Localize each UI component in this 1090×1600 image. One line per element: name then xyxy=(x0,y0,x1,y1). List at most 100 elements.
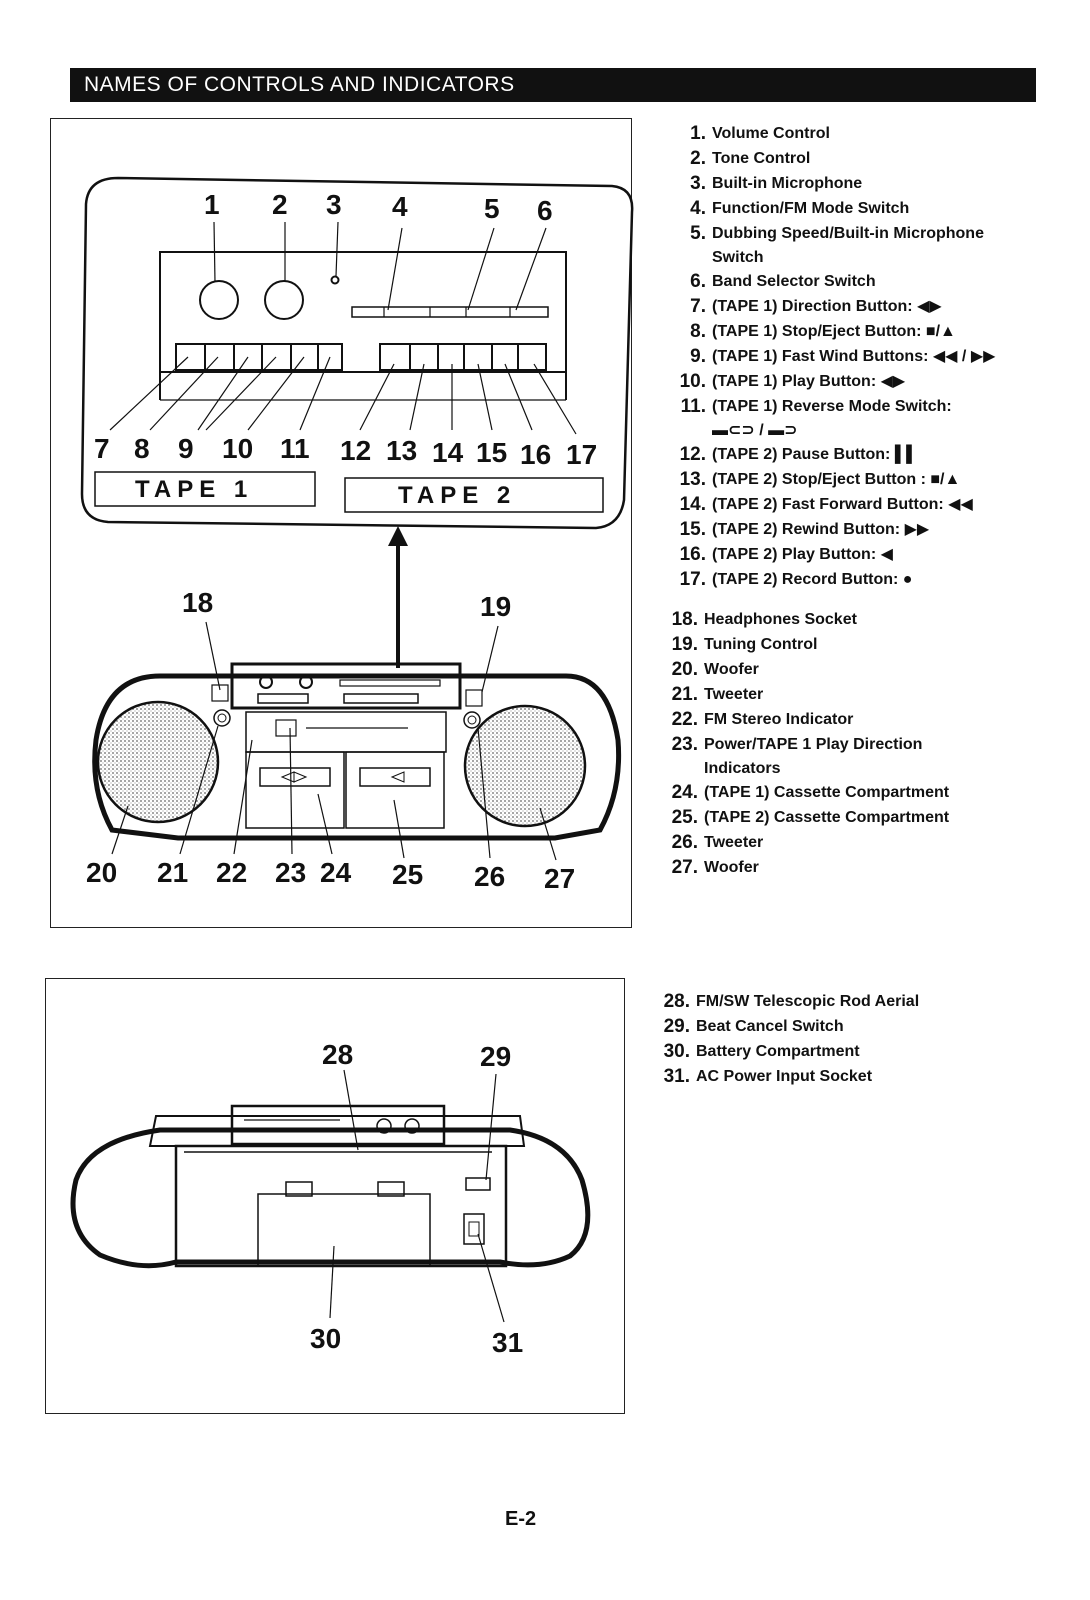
legend-item-text-continued: ▬⊂⊃ / ▬⊃ xyxy=(712,422,798,439)
legend-item-number: 2. xyxy=(690,148,706,169)
legend-item-text: Woofer xyxy=(704,661,759,678)
legend-item-text-continued: Indicators xyxy=(704,760,781,777)
legend-item-number: 21. xyxy=(671,684,698,705)
legend-item-number: 4. xyxy=(690,198,706,219)
legend-item-text: (TAPE 2) Play Button: ◀ xyxy=(712,546,893,563)
legend-item-number: 26. xyxy=(671,832,698,853)
legend-item-text: Tweeter xyxy=(704,834,764,851)
legend-item-number: 5. xyxy=(690,223,706,244)
legend-item: 31.AC Power Input Socket xyxy=(648,1065,919,1090)
legend-item-text: (TAPE 1) Play Button: ◀▶ xyxy=(712,373,906,390)
callout-4: 4 xyxy=(392,191,408,222)
legend-item-text: Volume Control xyxy=(712,125,830,142)
legend-item-text: Tuning Control xyxy=(704,636,818,653)
legend-item: 26. Tweeter xyxy=(656,831,949,856)
legend-item-text-wrap: Tweeter xyxy=(704,683,763,707)
legend-item-text: (TAPE 1) Cassette Compartment xyxy=(704,784,950,801)
legend-item-text: (TAPE 1) Stop/Eject Button: ■/▲ xyxy=(712,323,956,340)
legend-item-text-wrap: (TAPE 1) Reverse Mode Switch: ▬⊂⊃ / ▬⊃ xyxy=(712,395,952,443)
legend-item-text-wrap: (TAPE 2) Stop/Eject Button : ■/▲ xyxy=(712,468,960,492)
legend-item-number: 11. xyxy=(680,396,706,417)
legend-item-number: 6. xyxy=(690,271,706,292)
legend-item-text-wrap: (TAPE 2) Pause Button: ▌▌ xyxy=(712,443,918,467)
legend-item: 8. (TAPE 1) Stop/Eject Button: ■/▲ xyxy=(664,320,995,345)
legend-item-text: Tone Control xyxy=(712,150,811,167)
callout-30: 30 xyxy=(310,1323,341,1354)
callout-8: 8 xyxy=(134,433,150,464)
legend-item-number: 15. xyxy=(679,519,706,540)
tone-knob xyxy=(264,280,304,320)
legend-item-number: 20. xyxy=(671,659,698,680)
page-number: E-2 xyxy=(505,1508,537,1530)
cassette-deck-2 xyxy=(345,751,445,829)
legend-item-text: Beat Cancel Switch xyxy=(696,1018,844,1035)
legend-item: 30.Battery Compartment xyxy=(648,1040,919,1065)
legend-item-text-wrap: (TAPE 1) Play Button: ◀▶ xyxy=(712,370,905,394)
legend-item: 4. Function/FM Mode Switch xyxy=(664,197,995,222)
legend-item: 24.(TAPE 1) Cassette Compartment xyxy=(656,781,950,806)
legend-item-text: (TAPE 2) Record Button: ● xyxy=(712,571,913,588)
legend-item-text-wrap: (TAPE 2) Rewind Button: ▶▶ xyxy=(712,518,929,542)
callout-31: 31 xyxy=(492,1327,523,1358)
microphone-dot xyxy=(330,275,340,285)
legend-item-number: 27. xyxy=(671,857,698,878)
tape1-keys xyxy=(175,343,343,371)
legend-item-number: 16. xyxy=(679,544,706,565)
legend-item-text: Built-in Microphone xyxy=(712,175,863,192)
rear-view-diagram xyxy=(70,1069,591,1323)
legend-item: 12.(TAPE 2) Pause Button: ▌▌ xyxy=(664,443,995,468)
rear-diagram-frame xyxy=(45,978,625,1414)
front-panel-diagram xyxy=(80,176,634,530)
legend-item-text-wrap: Headphones Socket xyxy=(704,608,857,632)
legend-item: 25.(TAPE 2) Cassette Compartment xyxy=(656,806,950,831)
cassette-deck-1 xyxy=(245,751,345,829)
legend-item: 28. FM/SW Telescopic Rod Aerial xyxy=(648,990,920,1015)
legend-item: 18.Headphones Socket xyxy=(656,608,949,633)
callout-5: 5 xyxy=(484,193,500,224)
legend-item: 7. (TAPE 1) Direction Button: ◀▶ xyxy=(664,295,995,320)
callout-17: 17 xyxy=(566,439,597,470)
legend-item-number: 28. xyxy=(663,991,690,1012)
legend-item-number: 10. xyxy=(679,371,706,392)
woofer-right xyxy=(463,704,587,828)
legend-item-number: 7. xyxy=(690,296,706,317)
legend-item-number: 17. xyxy=(679,569,706,590)
legend-item-number: 8. xyxy=(690,321,706,342)
legend-item-text: FM/SW Telescopic Rod Aerial xyxy=(696,993,920,1010)
legend-item-text-continued: Switch xyxy=(712,249,764,266)
legend-item-number: 9. xyxy=(690,346,706,367)
legend-item-text-wrap: Volume Control xyxy=(712,122,830,146)
legend-item-number: 29. xyxy=(663,1016,690,1037)
legend-item-text: (TAPE 2) Fast Forward Button: ◀◀ xyxy=(712,496,973,513)
callout-14: 14 xyxy=(432,437,464,468)
callout-25: 25 xyxy=(392,859,423,890)
legend-item-number: 1. xyxy=(690,123,706,144)
legend-item-text: Battery Compartment xyxy=(696,1043,860,1060)
front-view-diagram xyxy=(92,621,622,861)
legend-item-text-wrap: FM/SW Telescopic Rod Aerial xyxy=(696,990,919,1014)
legend-item-text-wrap: Woofer xyxy=(704,856,759,880)
legend-item-text: (TAPE 1) Fast Wind Buttons: ◀◀ / ▶▶ xyxy=(712,348,996,365)
legend-item-text-wrap: Band Selector Switch xyxy=(712,270,876,294)
callout-3: 3 xyxy=(326,189,342,220)
legend-item: 22.FM Stereo Indicator xyxy=(656,708,949,733)
legend-item-text-wrap: (TAPE 1) Direction Button: ◀▶ xyxy=(712,295,942,319)
legend-item: 19.Tuning Control xyxy=(656,633,949,658)
legend-item-text: (TAPE 1) Reverse Mode Switch: xyxy=(712,398,952,415)
legend-item: 20. Woofer xyxy=(656,658,949,683)
legend-item: 21. Tweeter xyxy=(656,683,949,708)
legend-item-text-wrap: Tone Control xyxy=(712,147,810,171)
callout-26: 26 xyxy=(474,861,505,892)
tape1-label: TAPE 1 xyxy=(135,476,253,503)
legend-item-number: 14. xyxy=(679,494,706,515)
callout-19: 19 xyxy=(480,591,511,622)
legend-item-text-wrap: Function/FM Mode Switch xyxy=(712,197,909,221)
legend-item: 2. Tone Control xyxy=(664,147,995,172)
callout-28: 28 xyxy=(322,1039,353,1070)
top-control-strip xyxy=(230,662,462,710)
legend-item: 1. Volume Control xyxy=(664,122,995,147)
legend-item: 11. (TAPE 1) Reverse Mode Switch: ▬⊂⊃ / ▬⊃ xyxy=(664,395,995,443)
